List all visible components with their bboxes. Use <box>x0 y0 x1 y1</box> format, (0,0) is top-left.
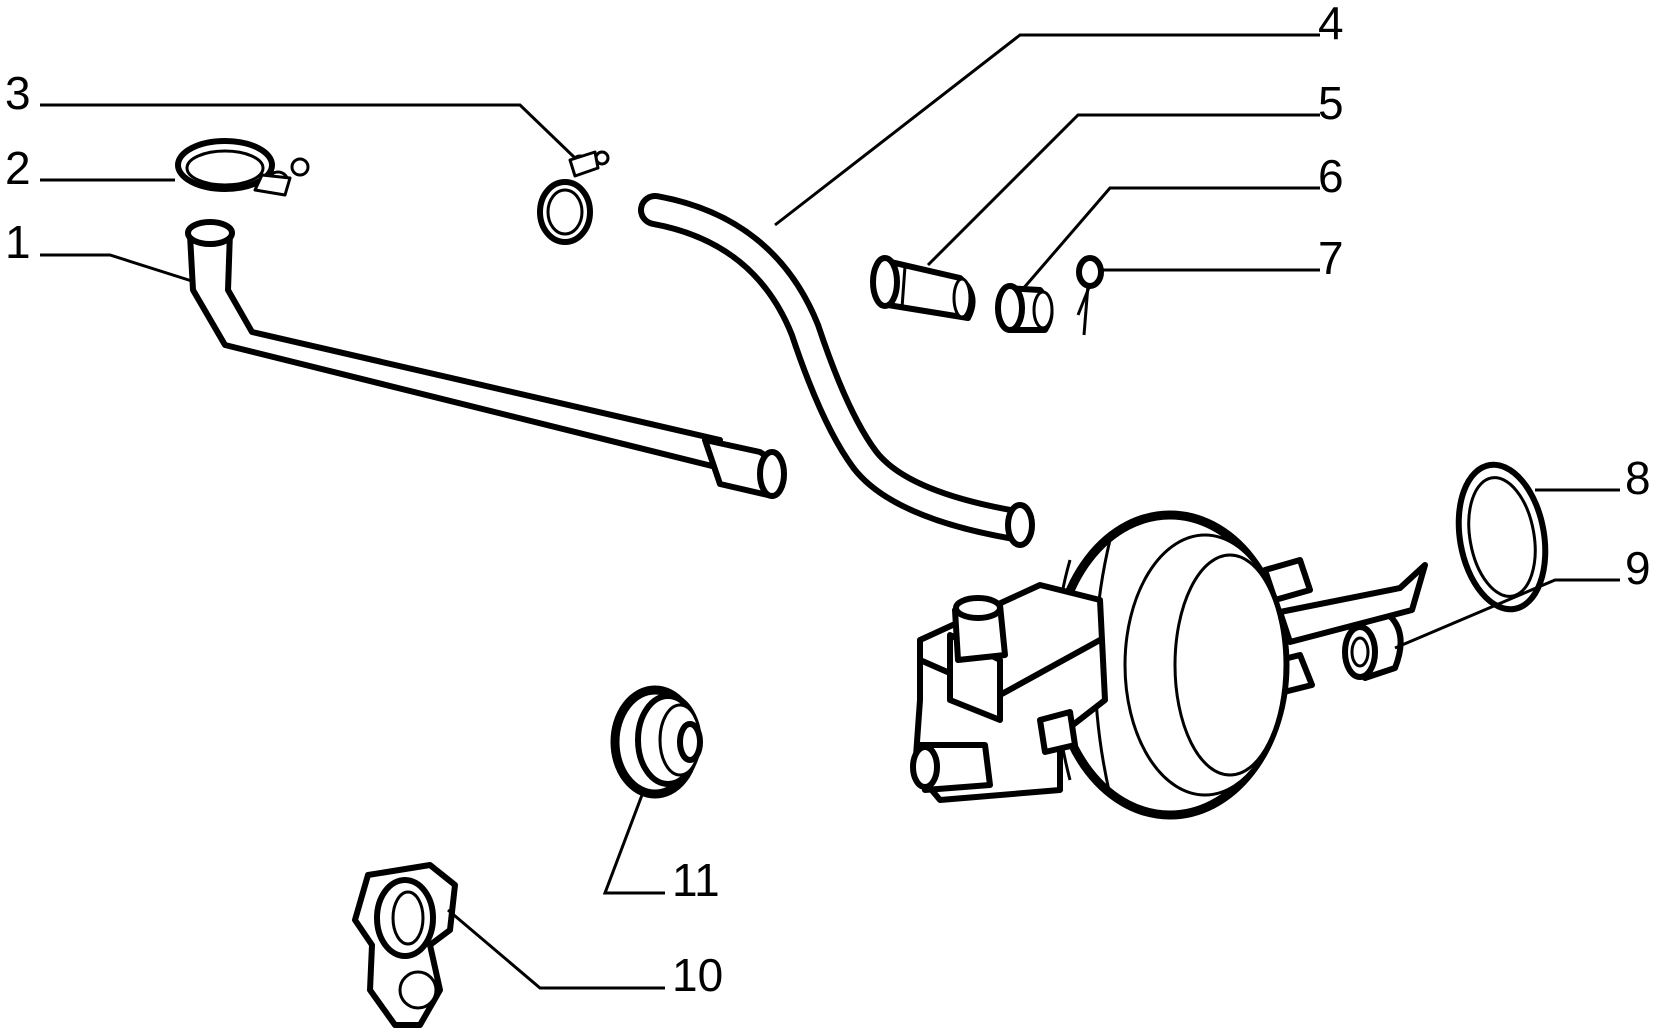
leader-line-11 <box>602 794 665 895</box>
leader-line-10 <box>447 908 665 990</box>
leader-lines <box>40 33 1620 990</box>
brake-servo-assembly <box>910 510 1428 820</box>
callout-label-3: 3 <box>5 67 31 119</box>
callout-label-5: 5 <box>1318 77 1344 129</box>
part-7-pin <box>1076 255 1104 336</box>
callout-label-9: 9 <box>1625 542 1651 594</box>
part-4-curved-hose <box>638 193 1035 548</box>
leader-line-6 <box>1020 186 1320 291</box>
part-8-seal-ring <box>1455 461 1549 613</box>
part-9-nut <box>1342 609 1404 681</box>
part-6-bush <box>995 283 1054 333</box>
callout-label-10: 10 <box>672 949 724 1001</box>
callout-label-1: 1 <box>5 216 31 268</box>
part-11-grommet <box>610 685 703 799</box>
part-5-connector <box>870 255 976 321</box>
callout-label-4: 4 <box>1318 0 1344 49</box>
part-10-bracket <box>352 862 458 1028</box>
callout-label-7: 7 <box>1318 232 1344 284</box>
callout-label-2: 2 <box>5 142 31 194</box>
leader-line-3 <box>40 103 577 160</box>
leader-line-9 <box>1394 578 1620 650</box>
part-1-vacuum-hose <box>185 219 787 499</box>
part-2-hose-clamp <box>175 138 310 197</box>
callout-label-6: 6 <box>1318 150 1344 202</box>
part-3-small-clamp <box>537 150 610 245</box>
callout-label-8: 8 <box>1625 452 1651 504</box>
leader-line-4 <box>774 33 1320 227</box>
leader-line-1 <box>40 253 196 284</box>
leader-line-5 <box>926 113 1320 267</box>
callout-label-11: 11 <box>672 854 720 906</box>
